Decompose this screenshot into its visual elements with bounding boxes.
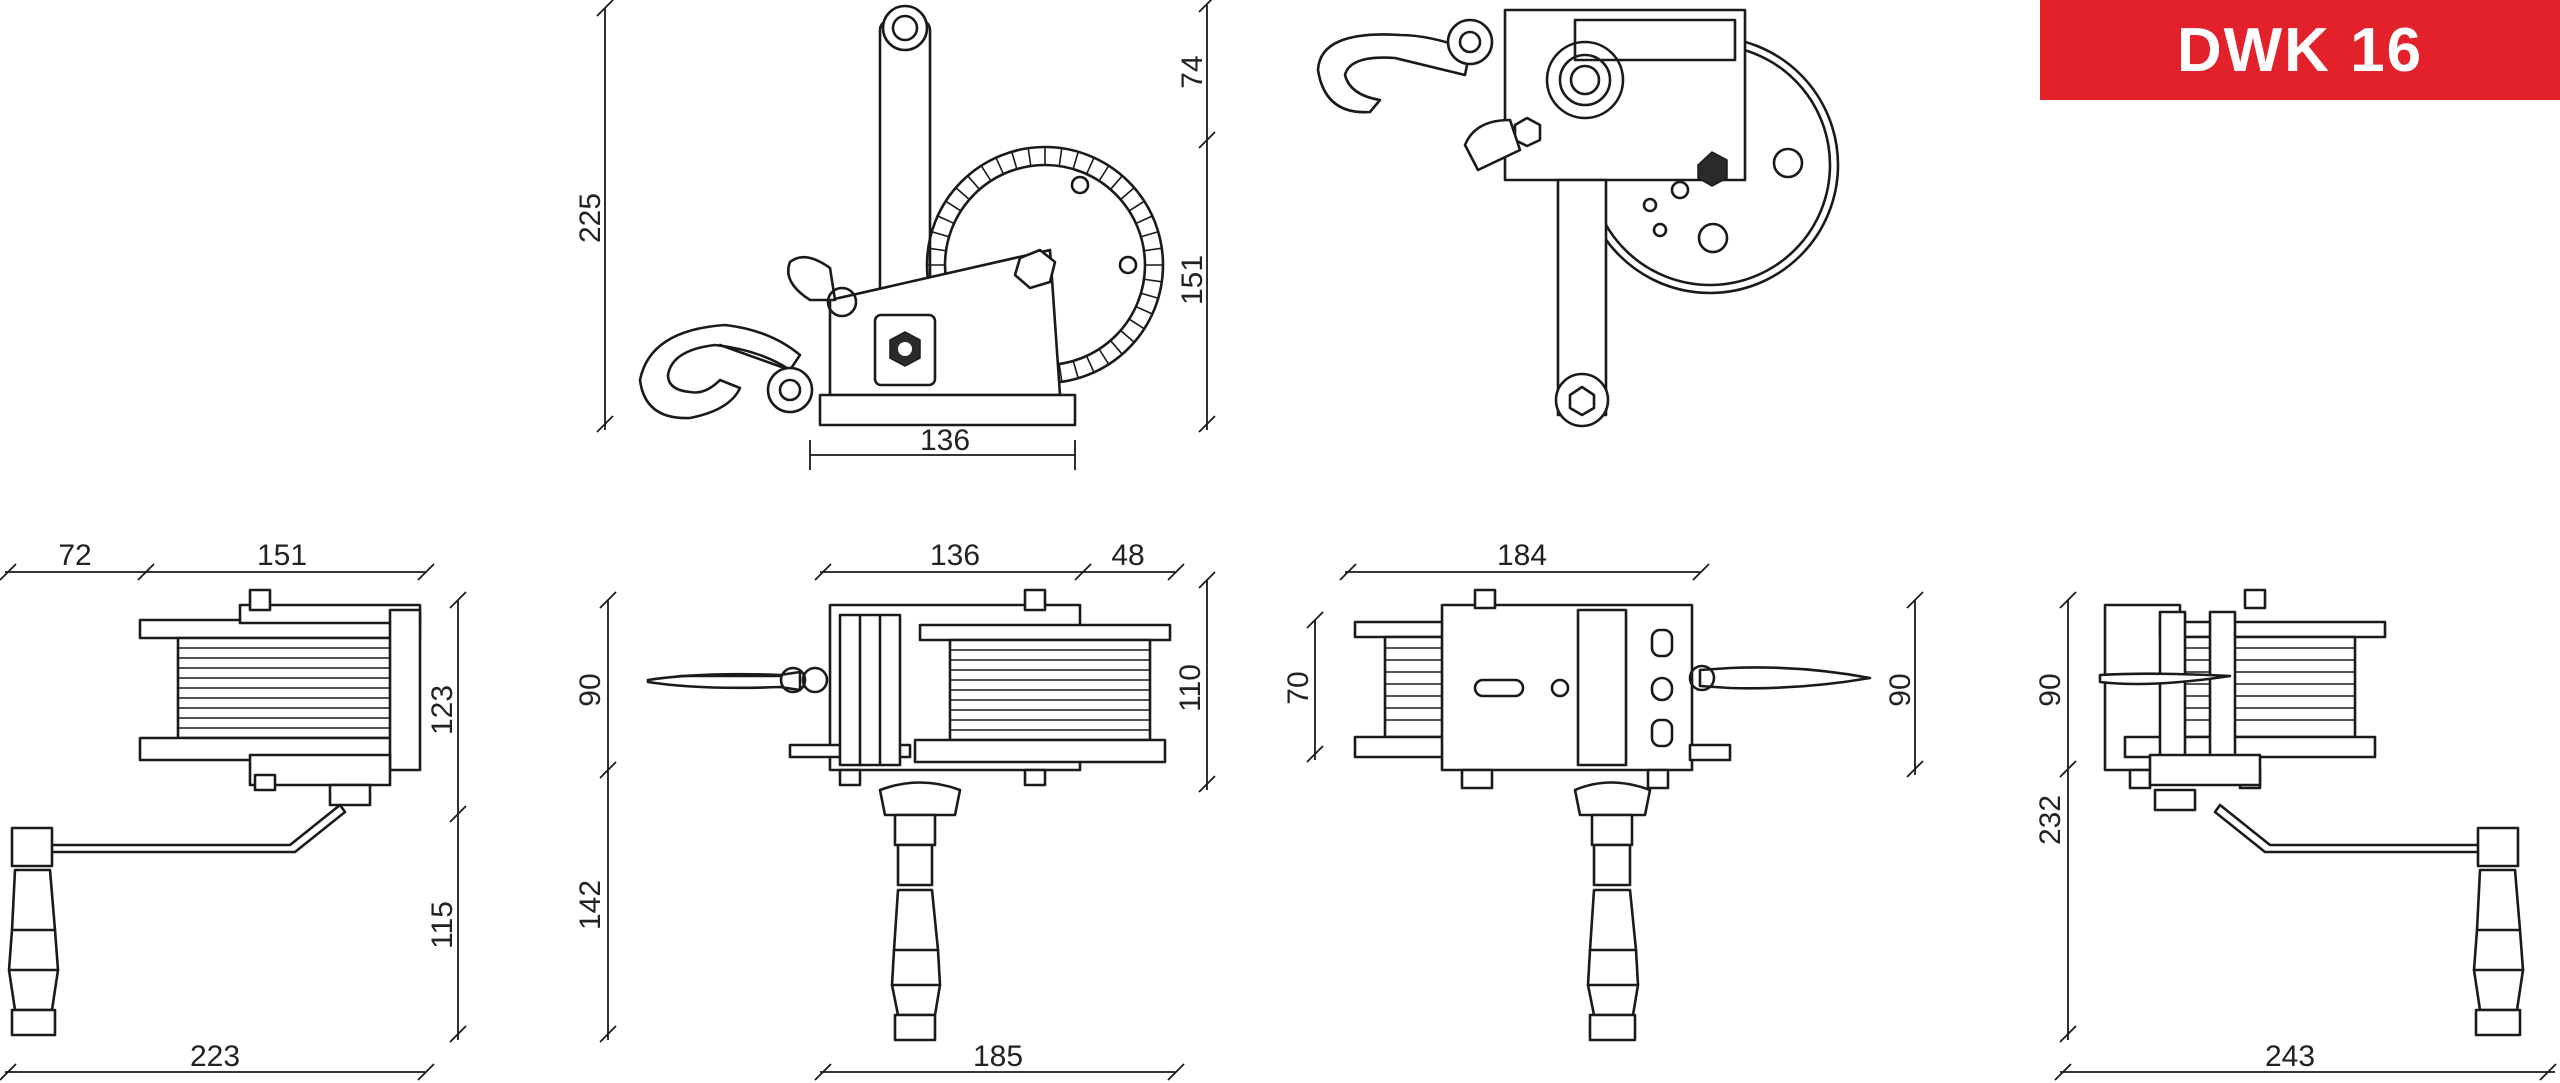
dim-74: 74 (1176, 55, 1209, 88)
gear-tooth (1098, 348, 1110, 365)
view-a: 72 151 123 115 (0, 539, 467, 1081)
dim-70: 70 (1282, 671, 1315, 704)
rear-view (1316, 8, 1840, 428)
gear-tooth (1085, 355, 1095, 373)
gear-tooth (1120, 329, 1135, 343)
gear-tooth (1109, 340, 1123, 355)
model-label: DWK 16 (2176, 15, 2424, 85)
dim-223: 223 (190, 1040, 240, 1073)
gear-tooth (1143, 278, 1162, 283)
gear-tooth (1085, 157, 1095, 175)
gear-tooth (1128, 318, 1145, 330)
gear-tooth (955, 187, 970, 201)
view-d: 90 232 243 (2034, 588, 2557, 1081)
side-view: 225 136 (574, 0, 1165, 470)
dim-232: 232 (2034, 795, 2067, 845)
gear-tooth (1058, 148, 1063, 167)
gear-tooth (945, 200, 962, 212)
dim-142: 142 (574, 880, 607, 930)
gear-tooth (967, 175, 981, 190)
gear-tooth (995, 157, 1005, 175)
dim-225: 225 (574, 193, 607, 243)
gear-tooth (937, 215, 955, 225)
drum-rope-a (178, 647, 400, 729)
gear-tooth (1135, 305, 1153, 315)
dim-90-c: 90 (1884, 673, 1917, 706)
dim-185: 185 (973, 1040, 1023, 1073)
view-b: 136 48 (574, 539, 1216, 1081)
gear-tooth (1027, 148, 1032, 167)
gear-tooth (1058, 363, 1063, 382)
side-view-right-dims: 74 151 (1176, 0, 1216, 433)
gear-tooth (931, 230, 950, 238)
badge-background (2040, 0, 2560, 100)
gear-tooth (1120, 187, 1135, 201)
dim-243: 243 (2265, 1040, 2315, 1073)
gear-tooth (1128, 200, 1145, 212)
dim-72: 72 (58, 539, 91, 572)
dim-90-d: 90 (2034, 673, 2067, 706)
gear-tooth (1140, 230, 1159, 238)
gear-tooth (1140, 292, 1159, 300)
dim-151-top: 151 (1176, 255, 1209, 305)
dim-110: 110 (1174, 664, 1207, 712)
gear-tooth (1109, 175, 1123, 190)
gear-tooth (928, 247, 947, 252)
gear-tooth (1098, 165, 1110, 182)
dim-123: 123 (426, 685, 459, 735)
gear-tooth (1010, 151, 1018, 170)
gear-tooth (1143, 247, 1162, 252)
gear-tooth (1135, 215, 1153, 225)
dim-136-b: 136 (930, 539, 980, 572)
dim-151-a: 151 (257, 539, 307, 572)
dim-48: 48 (1111, 539, 1144, 572)
dim-136-top: 136 (920, 424, 970, 457)
gear-tooth (1072, 360, 1080, 379)
gear-tooth (980, 165, 992, 182)
dim-115: 115 (426, 901, 459, 949)
view-c: 184 70 (1282, 539, 1924, 1042)
dim-184: 184 (1497, 539, 1547, 572)
dim-90-b: 90 (574, 673, 607, 706)
model-badge: DWK 16 (2040, 0, 2560, 100)
gear-tooth (1072, 151, 1080, 170)
